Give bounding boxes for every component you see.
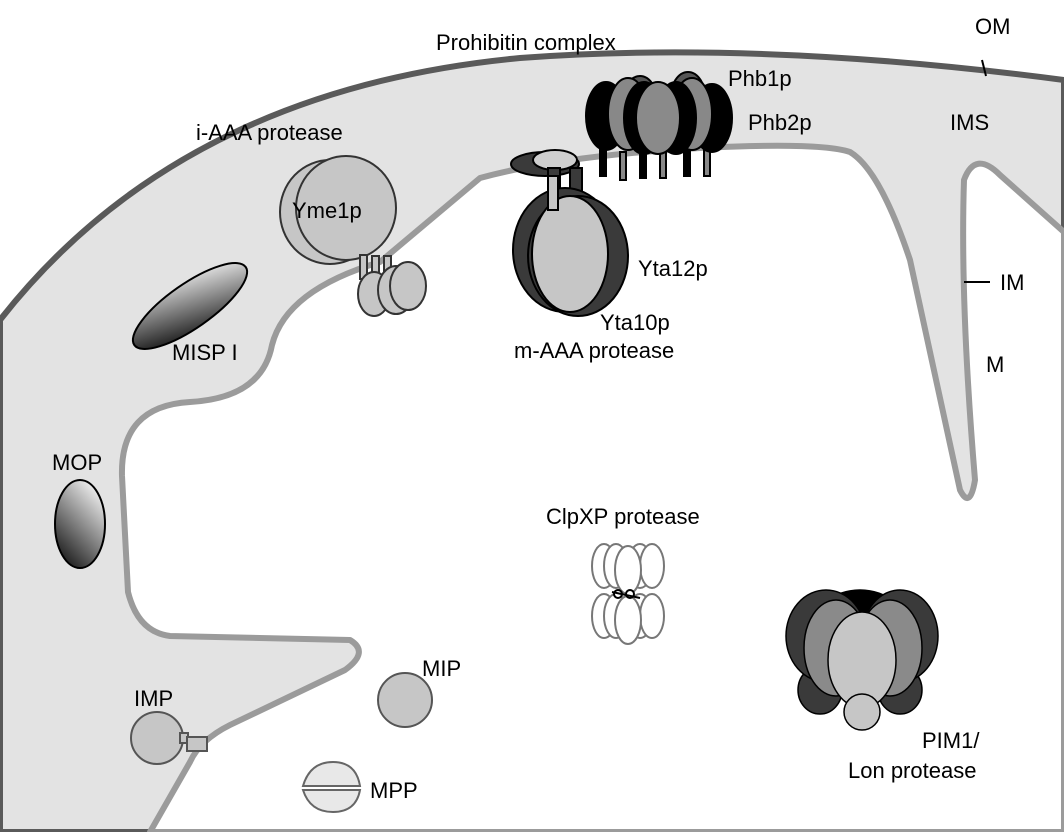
label-yta10p: Yta10p — [600, 310, 670, 335]
label-mispi: MISP I — [172, 340, 238, 365]
mop-protease — [55, 480, 105, 568]
label-prohibitin-complex: Prohibitin complex — [436, 30, 616, 55]
label-yme1p: Yme1p — [292, 198, 362, 223]
clpxp-protease — [592, 544, 664, 644]
label-m-aaa-protease: m-AAA protease — [514, 338, 674, 363]
label-clpxp-protease: ClpXP protease — [546, 504, 700, 529]
phb2p-subunit-front — [636, 82, 680, 154]
label-m: M — [986, 352, 1004, 377]
label-phb2p: Phb2p — [748, 110, 812, 135]
label-im: IM — [1000, 270, 1024, 295]
label-yta12p: Yta12p — [638, 256, 708, 281]
label-mpp: MPP — [370, 778, 418, 803]
label-ims: IMS — [950, 110, 989, 135]
label-mop: MOP — [52, 450, 102, 475]
label-pim1: PIM1/ — [922, 728, 980, 753]
label-om: OM — [975, 14, 1010, 39]
label-phb1p: Phb1p — [728, 66, 792, 91]
mpp-protease — [303, 762, 360, 812]
label-imp: IMP — [134, 686, 173, 711]
label-lon-protease: Lon protease — [848, 758, 976, 783]
mip-protease — [378, 673, 432, 727]
label-mip: MIP — [422, 656, 461, 681]
label-i-aaa-protease: i-AAA protease — [196, 120, 343, 145]
